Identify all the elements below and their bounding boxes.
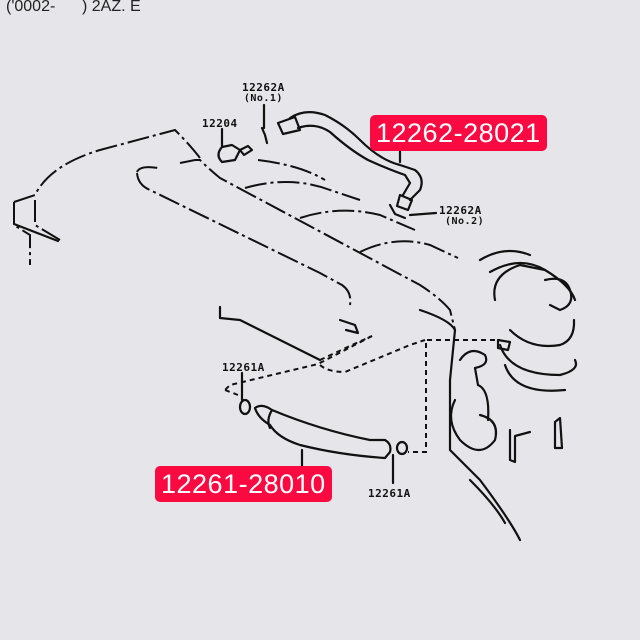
label-12261a-lower: 12261A <box>368 488 411 499</box>
label-12261a-upper: 12261A <box>222 362 265 373</box>
label-code: 12262A <box>242 81 285 94</box>
label-12262a-no1: 12262A (No.1) <box>242 82 285 104</box>
label-sub: (No.1) <box>243 93 283 104</box>
label-code: 12204 <box>202 117 238 130</box>
label-12262a-no2: 12262A (No.2) <box>439 205 484 227</box>
label-sub: (No.2) <box>445 216 485 227</box>
label-code: 12261A <box>222 361 265 374</box>
label-code: 12262A <box>439 204 482 217</box>
header-text: ('0002- ) 2AZ. E <box>6 0 141 15</box>
part-number-callout-lower-hose: 12261-28010 <box>155 466 332 502</box>
label-code: 12261A <box>368 487 411 500</box>
part-number-callout-upper-hose: 12262-28021 <box>370 115 547 151</box>
label-12204: 12204 <box>202 118 238 129</box>
